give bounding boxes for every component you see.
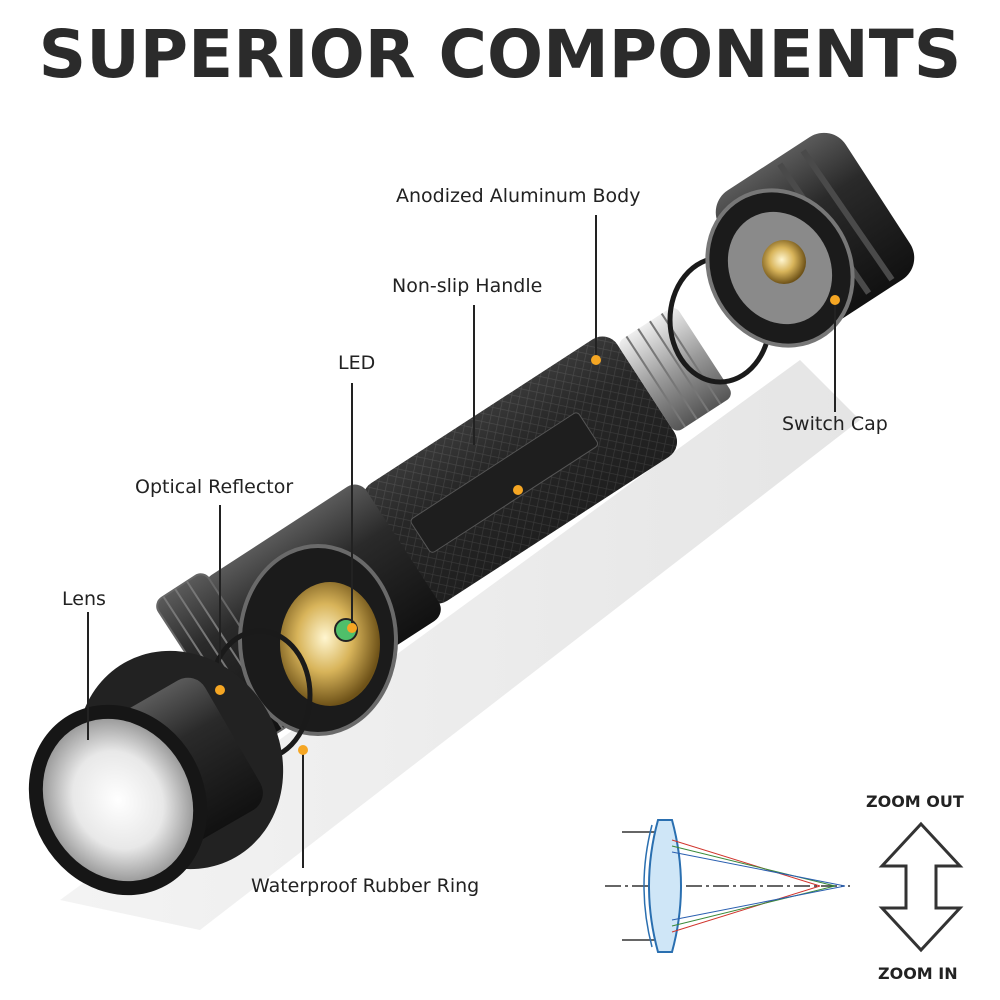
switch-cap xyxy=(705,132,915,348)
marker-dot-body xyxy=(591,355,601,365)
leader-lines xyxy=(87,215,836,868)
label-non-slip-handle: Non-slip Handle xyxy=(392,275,543,297)
marker-dot-led xyxy=(347,623,357,633)
led-opening xyxy=(238,544,398,736)
marker-dot-reflector xyxy=(215,685,225,695)
callout-markers xyxy=(215,295,840,755)
label-anodized-body: Anodized Aluminum Body xyxy=(396,185,641,207)
label-waterproof-rubber-ring: Waterproof Rubber Ring xyxy=(251,875,480,897)
lens-glass xyxy=(42,718,194,882)
label-lens: Lens xyxy=(62,588,106,610)
zoom-double-arrow-icon xyxy=(878,821,964,953)
marker-dot-switch-cap xyxy=(830,295,840,305)
page-title: SUPERIOR COMPONENTS xyxy=(38,16,962,93)
optics-diagram xyxy=(605,819,850,953)
lens-element xyxy=(648,819,682,953)
marker-dot-handle xyxy=(513,485,523,495)
zoom-out-label: ZOOM OUT xyxy=(866,792,964,811)
marker-dot-rubber-ring xyxy=(298,745,308,755)
label-led: LED xyxy=(338,352,376,374)
label-optical-reflector: Optical Reflector xyxy=(135,476,294,498)
zoom-in-label: ZOOM IN xyxy=(878,964,958,983)
label-switch-cap: Switch Cap xyxy=(782,413,888,435)
lens-head xyxy=(28,650,284,896)
